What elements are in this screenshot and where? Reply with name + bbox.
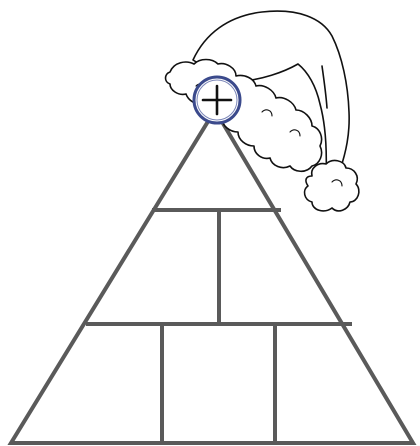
pyramid-cell-middle-left[interactable]: [89, 212, 217, 322]
pyramid-cell-bottom-middle[interactable]: [164, 326, 273, 441]
add-node-button[interactable]: [194, 77, 240, 123]
pyramid-cell-bottom-right[interactable]: [277, 326, 410, 441]
hat-pompom: [305, 161, 359, 211]
pyramid-cell-middle-right[interactable]: [221, 212, 350, 322]
pyramid: [11, 110, 413, 443]
pyramid-cell-bottom-left[interactable]: [14, 326, 160, 441]
